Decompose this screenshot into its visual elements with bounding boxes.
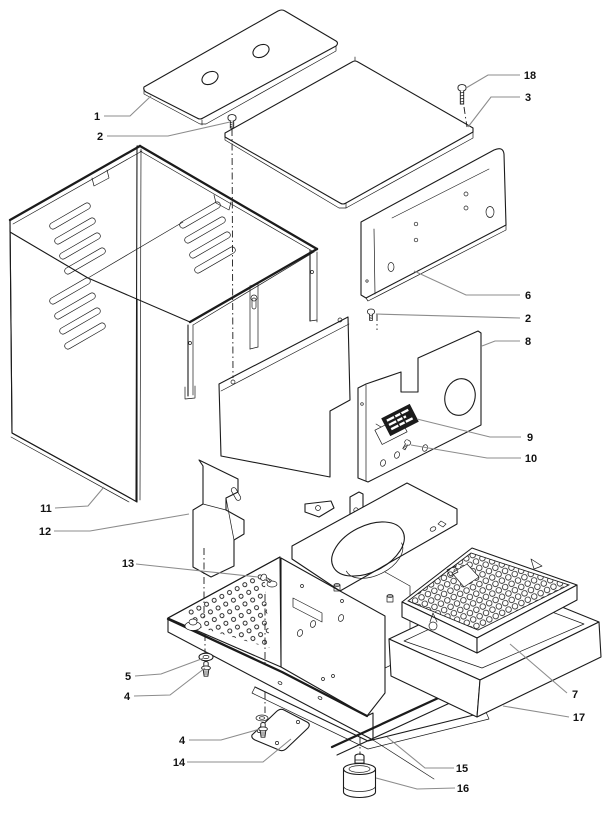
callout-2a-number: 2 [97,131,103,143]
callout-14-number: 14 [173,757,186,769]
vent-slots-top-left [49,202,106,275]
bottom-cover-plate [251,708,310,752]
callout-4b: 4 [179,728,261,747]
callout-2b: 2 [375,313,531,325]
callout-13: 13 [122,558,259,578]
callout-12-number: 12 [39,526,51,538]
callout-9-number: 9 [527,432,533,444]
screw-rear-panel [367,308,375,321]
drip-tray-grid [401,547,578,654]
corner-nut [184,618,202,631]
support-bracket [192,459,245,578]
screw-bracket [259,572,278,588]
base-frame-rails [251,686,490,780]
vent-slots-top-right [179,201,236,274]
callout-10-number: 10 [525,453,537,465]
base-chassis [166,482,458,741]
callout-15-number: 15 [456,763,468,775]
callout-9: 9 [416,418,533,444]
callout-5: 5 [125,657,205,683]
center-lines [203,106,468,755]
callout-3-number: 3 [525,92,531,104]
top-cover-panel [143,9,339,126]
callout-18: 18 [465,70,536,89]
callout-8: 8 [481,336,531,348]
callout-7-number: 7 [572,689,578,701]
callout-6-number: 6 [525,290,531,302]
callout-12: 12 [39,513,190,538]
callout-18-number: 18 [524,70,536,82]
callout-4b-number: 4 [179,735,186,747]
callout-11-number: 11 [40,503,52,515]
inner-top-panel [224,56,474,209]
callout-11: 11 [40,486,105,515]
rating-label [381,403,419,437]
callout-16-number: 16 [457,783,469,795]
standoff-nut [333,583,394,603]
callout-10: 10 [410,444,537,465]
callout-15: 15 [386,736,468,775]
callout-17-number: 17 [573,712,585,724]
rear-upper-panel [360,148,507,302]
callout-13-number: 13 [122,558,134,570]
callouts: 1 2 18 3 6 2 8 9 [39,70,585,795]
callout-5-number: 5 [125,671,131,683]
callout-4a-number: 4 [124,691,131,703]
callout-17: 17 [502,705,585,724]
callout-4a: 4 [124,667,206,703]
callout-7: 7 [509,643,578,701]
callout-8-number: 8 [525,336,531,348]
callout-6: 6 [413,270,531,302]
callout-2a: 2 [97,121,231,143]
vent-slots-side [49,277,106,350]
callout-3: 3 [467,92,531,128]
outer-housing [8,144,319,503]
rubber-foot [342,753,377,799]
flange-hole [255,714,269,722]
callout-14: 14 [173,738,292,769]
callout-2b-number: 2 [525,313,531,325]
callout-1-number: 1 [94,111,100,123]
inner-back-panel [218,316,351,478]
callout-16: 16 [375,777,469,795]
screw-top-left [227,114,237,129]
screw-top-right [457,84,467,105]
foot-screw-left [201,661,211,677]
rear-lower-panel [357,330,482,483]
base-perforation [184,571,270,648]
callout-1: 1 [94,95,152,123]
